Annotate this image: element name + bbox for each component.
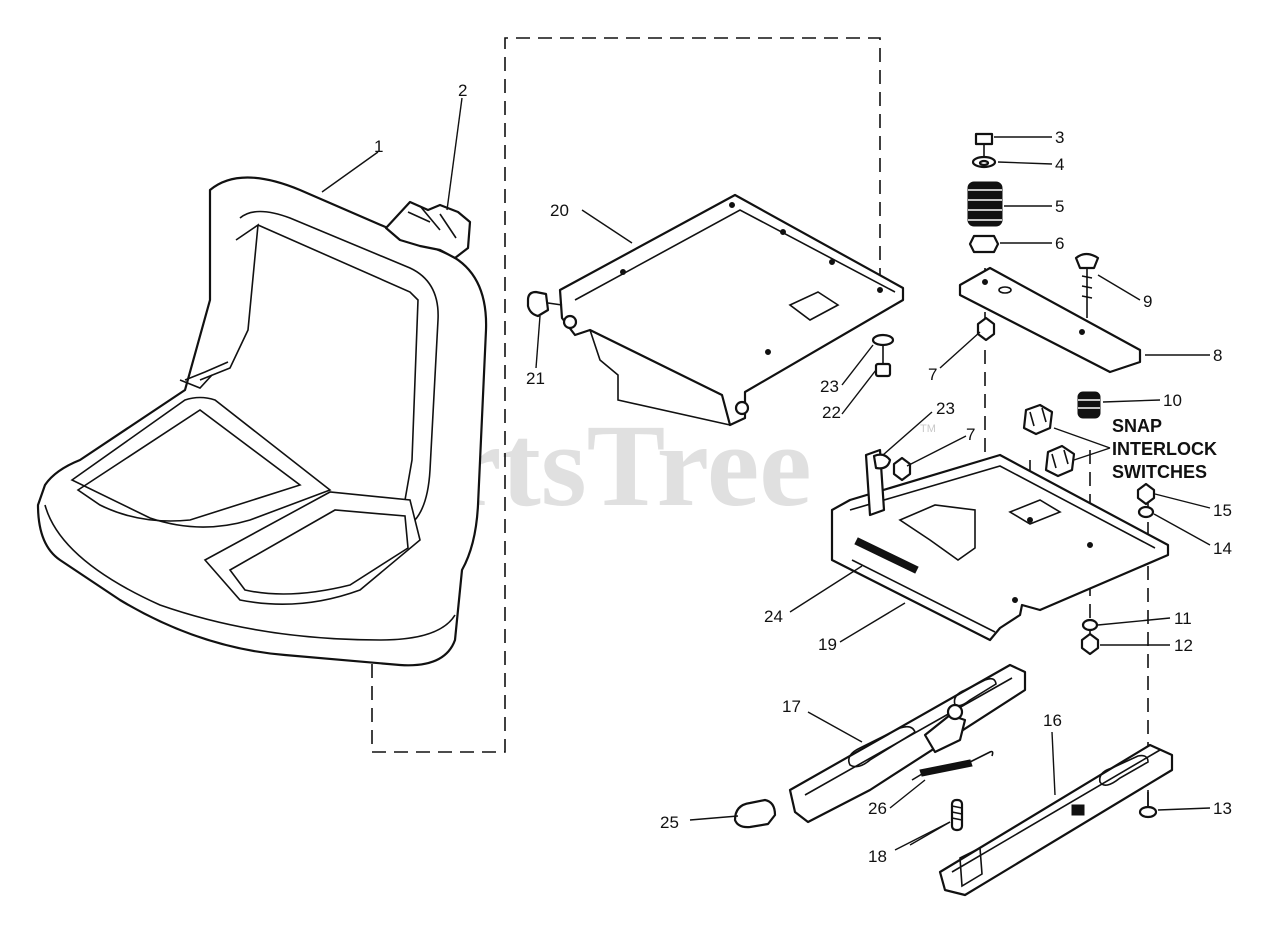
callout-5: 5 bbox=[1055, 197, 1064, 216]
small-fasteners-right bbox=[1136, 482, 1156, 519]
interlock-note: SNAP INTERLOCK SWITCHES bbox=[1112, 416, 1217, 482]
callout-18: 18 bbox=[868, 847, 887, 866]
callout-25: 25 bbox=[660, 813, 679, 832]
bolt-part bbox=[526, 290, 563, 318]
leader-lines bbox=[321, 97, 1211, 851]
nut-part bbox=[976, 316, 996, 342]
note-line-1: SNAP bbox=[1112, 416, 1162, 436]
callout-9: 9 bbox=[1143, 292, 1152, 311]
callout-23-upper: 23 bbox=[820, 377, 839, 396]
callout-3: 3 bbox=[1055, 128, 1064, 147]
callout-1: 1 bbox=[374, 137, 383, 156]
callout-13: 13 bbox=[1213, 799, 1232, 818]
seat-pan-part bbox=[558, 193, 905, 427]
callout-17: 17 bbox=[782, 697, 801, 716]
seat-bracket-part bbox=[830, 448, 1170, 642]
washer-nut-part bbox=[871, 333, 895, 378]
callout-6: 6 bbox=[1055, 234, 1064, 253]
callout-7-upper: 7 bbox=[928, 365, 937, 384]
seat-part bbox=[36, 176, 488, 667]
callout-4: 4 bbox=[1055, 155, 1064, 174]
callout-14: 14 bbox=[1213, 539, 1232, 558]
mounting-plate-part bbox=[958, 266, 1142, 374]
handle-grip-part bbox=[733, 798, 777, 829]
return-spring-part bbox=[911, 750, 994, 781]
callout-19: 19 bbox=[818, 635, 837, 654]
watermark-trademark: TM bbox=[920, 423, 936, 435]
callout-8: 8 bbox=[1213, 346, 1222, 365]
callout-labels: 1 2 3 4 5 6 7 7 8 9 10 11 12 13 14 15 16… bbox=[374, 81, 1232, 866]
callout-11: 11 bbox=[1174, 609, 1192, 628]
callout-21: 21 bbox=[526, 369, 545, 388]
bracket-washer-nut bbox=[872, 453, 912, 482]
callout-22: 22 bbox=[822, 403, 841, 422]
adjuster-rail-right-part bbox=[938, 743, 1174, 897]
stud-part bbox=[950, 798, 964, 832]
rail-bolt-part bbox=[1138, 790, 1158, 819]
callout-10: 10 bbox=[1163, 391, 1182, 410]
callout-23-lower: 23 bbox=[936, 399, 955, 418]
adjuster-rail-left-part bbox=[788, 663, 1027, 824]
nut-washer-lower bbox=[1080, 618, 1100, 656]
note-line-2: INTERLOCK bbox=[1112, 439, 1217, 459]
callout-15: 15 bbox=[1213, 501, 1232, 520]
callout-7-lower: 7 bbox=[966, 425, 975, 444]
carriage-bolt-part bbox=[1074, 252, 1100, 318]
callout-24: 24 bbox=[764, 607, 783, 626]
callout-2: 2 bbox=[458, 81, 467, 100]
label-part bbox=[384, 200, 472, 260]
spring-stack-part bbox=[967, 132, 1003, 254]
callout-20: 20 bbox=[550, 201, 569, 220]
bushing-part bbox=[1077, 391, 1101, 419]
callout-26: 26 bbox=[868, 799, 887, 818]
interlock-switch-part bbox=[1022, 403, 1076, 478]
callout-16: 16 bbox=[1043, 711, 1062, 730]
callout-12: 12 bbox=[1174, 636, 1193, 655]
note-line-3: SWITCHES bbox=[1112, 462, 1207, 482]
